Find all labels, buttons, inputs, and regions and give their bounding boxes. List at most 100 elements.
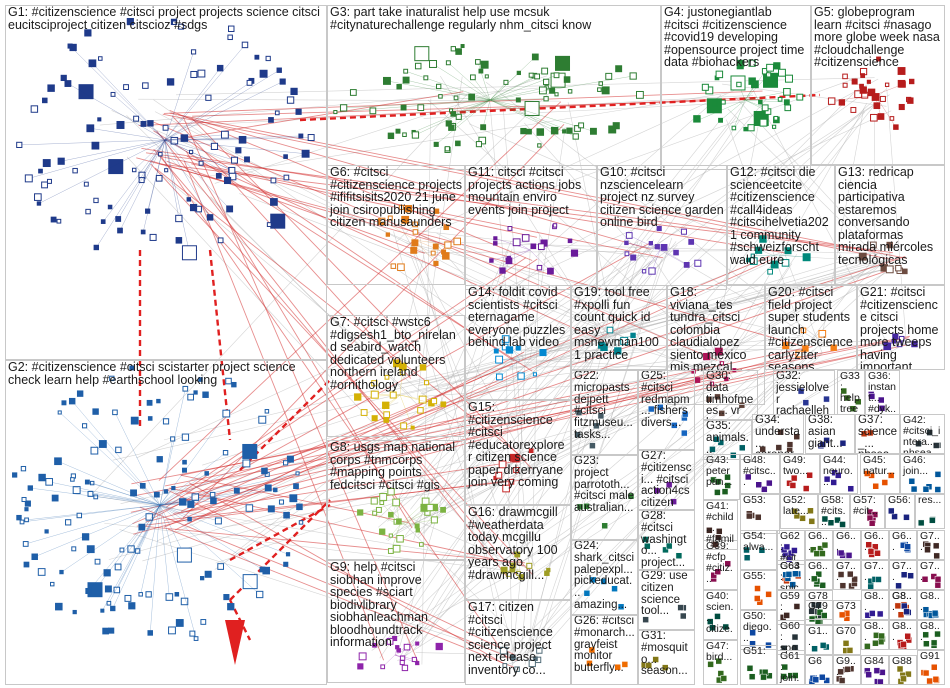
group-box-g40: G40: scien... citize... <box>703 590 738 640</box>
group-box-g58: G58: #cits... <box>818 494 850 529</box>
group-box-g82: G8... <box>917 590 945 620</box>
group-box-g38: G38: asian giant... <box>805 414 855 454</box>
group-box-g36: G36: instant... #dyk... <box>865 370 900 415</box>
group-label-g10: G10: #citsci nzsciencelearn project nz s… <box>600 166 724 229</box>
group-label-g43: G43: peter pan... <box>706 455 737 488</box>
group-box-g47: G47: bird... <box>703 640 738 685</box>
group-box-g55: G55: <box>740 570 777 610</box>
group-label-g26: G26: #citsci #monarch... grayfeist monit… <box>574 616 635 675</box>
group-box-g23: G23: project parrototh... #citsci male a… <box>571 455 638 540</box>
group-label-g73: G73 <box>836 601 858 612</box>
group-label-g22: G22: micropasts dejpett #citsci fitzmuse… <box>574 371 635 442</box>
group-box-g56: G56: <box>885 494 915 529</box>
group-label-g70: G70 <box>836 626 858 637</box>
group-box-g11: G11: citsci #citsci projects actions job… <box>465 165 597 290</box>
group-label-g1: G1: #citizenscience #citsci project proj… <box>8 6 324 31</box>
group-box-g88: G88 <box>889 655 917 685</box>
group-label-g91: G91 <box>920 651 942 662</box>
group-label-g66: G6... <box>836 531 858 553</box>
group-box-g76: res... <box>915 494 945 529</box>
group-label-g41: G41: #child... #famil... <box>706 501 735 550</box>
group-label-g46: G46: join... <box>903 455 942 477</box>
group-box-g86: G6 <box>805 655 833 685</box>
group-label-g84: G84 <box>864 656 886 667</box>
group-box-g15: G15: #citizenscience #citsci #educatorex… <box>465 400 571 505</box>
group-box-g5: G5: globeprogram learn #citsci #nasago m… <box>811 5 945 165</box>
group-box-g6: G6: #citsci #citizenscience projects #if… <box>327 165 465 285</box>
group-label-g90: G1... <box>808 626 830 648</box>
group-label-g21: G21: #citsci #citizenscience citsci proj… <box>860 286 942 370</box>
group-label-g34: G34: understa... coronar... <box>755 415 801 454</box>
group-label-g16: G16: drawmcgill #weatherdata today mcgil… <box>468 506 568 581</box>
group-box-g22: G22: micropasts dejpett #citsci fitzmuse… <box>571 370 638 455</box>
group-box-g29: G29: use citizen science tool... <box>638 570 695 630</box>
group-box-g67: G6... <box>861 530 889 560</box>
group-box-g69: G6... <box>805 560 833 590</box>
group-label-g69: G6... <box>808 561 830 583</box>
group-box-g70: G70 <box>833 625 861 655</box>
group-box-g24: G24: shark_citsci palepexpl... pickeduca… <box>571 540 638 615</box>
group-box-g46: G46: join... <box>900 454 945 494</box>
group-box-g9: G9: help #citsci siobhan improve species… <box>327 560 465 683</box>
group-box-g7: G7: #citsci #wstc6 #digsesh1_bto_nirelan… <box>327 315 465 437</box>
group-label-g92: G8... <box>892 591 914 613</box>
group-box-g51: G51: <box>740 645 777 685</box>
group-label-g31: G31: #mosquito... season... <box>641 631 692 678</box>
group-label-g3: G3: part take inaturalist help use mcsuk… <box>330 6 658 31</box>
group-label-g51: G51: <box>743 646 774 657</box>
group-label-g49: G49: two... <box>783 455 817 477</box>
group-label-g36: G36: instant... #dyk... <box>868 371 897 415</box>
group-box-g66: G6... <box>833 530 861 560</box>
group-box-g83: G8... <box>861 620 889 650</box>
group-box-g89: G9... <box>833 655 861 685</box>
group-label-g44: G44: neuro... <box>823 455 855 488</box>
group-label-g71: G7... <box>836 561 858 583</box>
group-box-g64: G64: spic... <box>777 560 805 590</box>
group-label-g25: G25: #citsci redmapm... fishers divers..… <box>641 371 692 430</box>
group-box-g1: G1: #citizenscience #citsci project proj… <box>5 5 327 360</box>
group-box-g37: G37: science_... nhsea... <box>855 414 900 454</box>
group-box-g44: G44: neuro... <box>820 454 858 494</box>
group-label-g29: G29: use citizen science tool... <box>641 571 692 618</box>
group-label-g86: G6 <box>808 656 830 667</box>
group-box-g42: G42: #citsci_intera... nhsea... <box>900 414 945 454</box>
group-box-g91: G91 <box>917 650 945 685</box>
group-label-g23: G23: project parrototh... #citsci male a… <box>574 456 635 515</box>
group-label-g15: G15: #citizenscience #citsci #educatorex… <box>468 401 568 489</box>
group-box-g65: G6... <box>805 530 833 560</box>
group-box-g20: G20: #citsci field project super student… <box>765 285 857 370</box>
group-label-g19: G19: tool free #xpolli fun count quick i… <box>574 286 664 361</box>
group-label-g61: G61: join... <box>780 651 802 685</box>
group-box-g84: G84 <box>861 655 889 685</box>
group-label-g28: G28: #citsci washingto... project... <box>641 511 692 570</box>
group-label-g11: G11: citsci #citsci projects actions job… <box>468 166 594 216</box>
group-label-g57: G57: #cit... <box>853 495 882 517</box>
group-label-g82: G8... <box>920 591 942 613</box>
group-label-g58: G58: #cits... <box>821 495 847 528</box>
group-box-g4: G4: justonegiantlab #citsci #citizenscie… <box>661 5 811 170</box>
group-label-g40: G40: scien... citize... <box>706 591 735 640</box>
group-label-g7: G7: #citsci #wstc6 #digsesh1_bto_nirelan… <box>330 316 462 391</box>
group-label-g4: G4: justonegiantlab #citsci #citizenscie… <box>664 6 808 69</box>
group-label-g54: G54: alwa... <box>743 531 774 553</box>
group-label-g52: G52: late... <box>783 495 815 517</box>
group-box-g28: G28: #citsci washingto... project... <box>638 510 695 570</box>
group-label-g89: G9... <box>836 656 858 678</box>
group-box-g52: G52: late... <box>780 494 818 529</box>
group-box-g21: G21: #citsci #citizenscience citsci proj… <box>857 285 945 370</box>
group-box-g17: G17: citizen #citsci #citizenscience sci… <box>465 600 571 685</box>
group-label-g55: G55: <box>743 571 774 582</box>
group-box-g41: G41: #child... #famil... <box>703 500 738 550</box>
group-label-g27: G27: #citizensci... #citsci action4cs ci… <box>641 451 692 510</box>
group-label-g56: G56: <box>888 495 912 506</box>
group-box-g8: G8: usgs map national corps #tnmcorps #m… <box>327 440 465 560</box>
group-label-g68: G6... <box>892 531 914 553</box>
group-label-g12: G12: #citsci die scienceetcite #citizens… <box>730 166 832 266</box>
group-label-g67: G6... <box>864 531 886 553</box>
group-label-g37: G37: science_... nhsea... <box>858 415 897 454</box>
group-box-g54: G54: alwa... <box>740 530 777 570</box>
group-box-g16: G16: drawmcgill #weatherdata today mcgil… <box>465 505 571 600</box>
group-box-g73: G73 <box>833 600 861 625</box>
group-label-g18: G18: viviana_tes tundra_citsci colombia … <box>670 286 762 374</box>
group-box-g77: G7... <box>917 530 945 560</box>
